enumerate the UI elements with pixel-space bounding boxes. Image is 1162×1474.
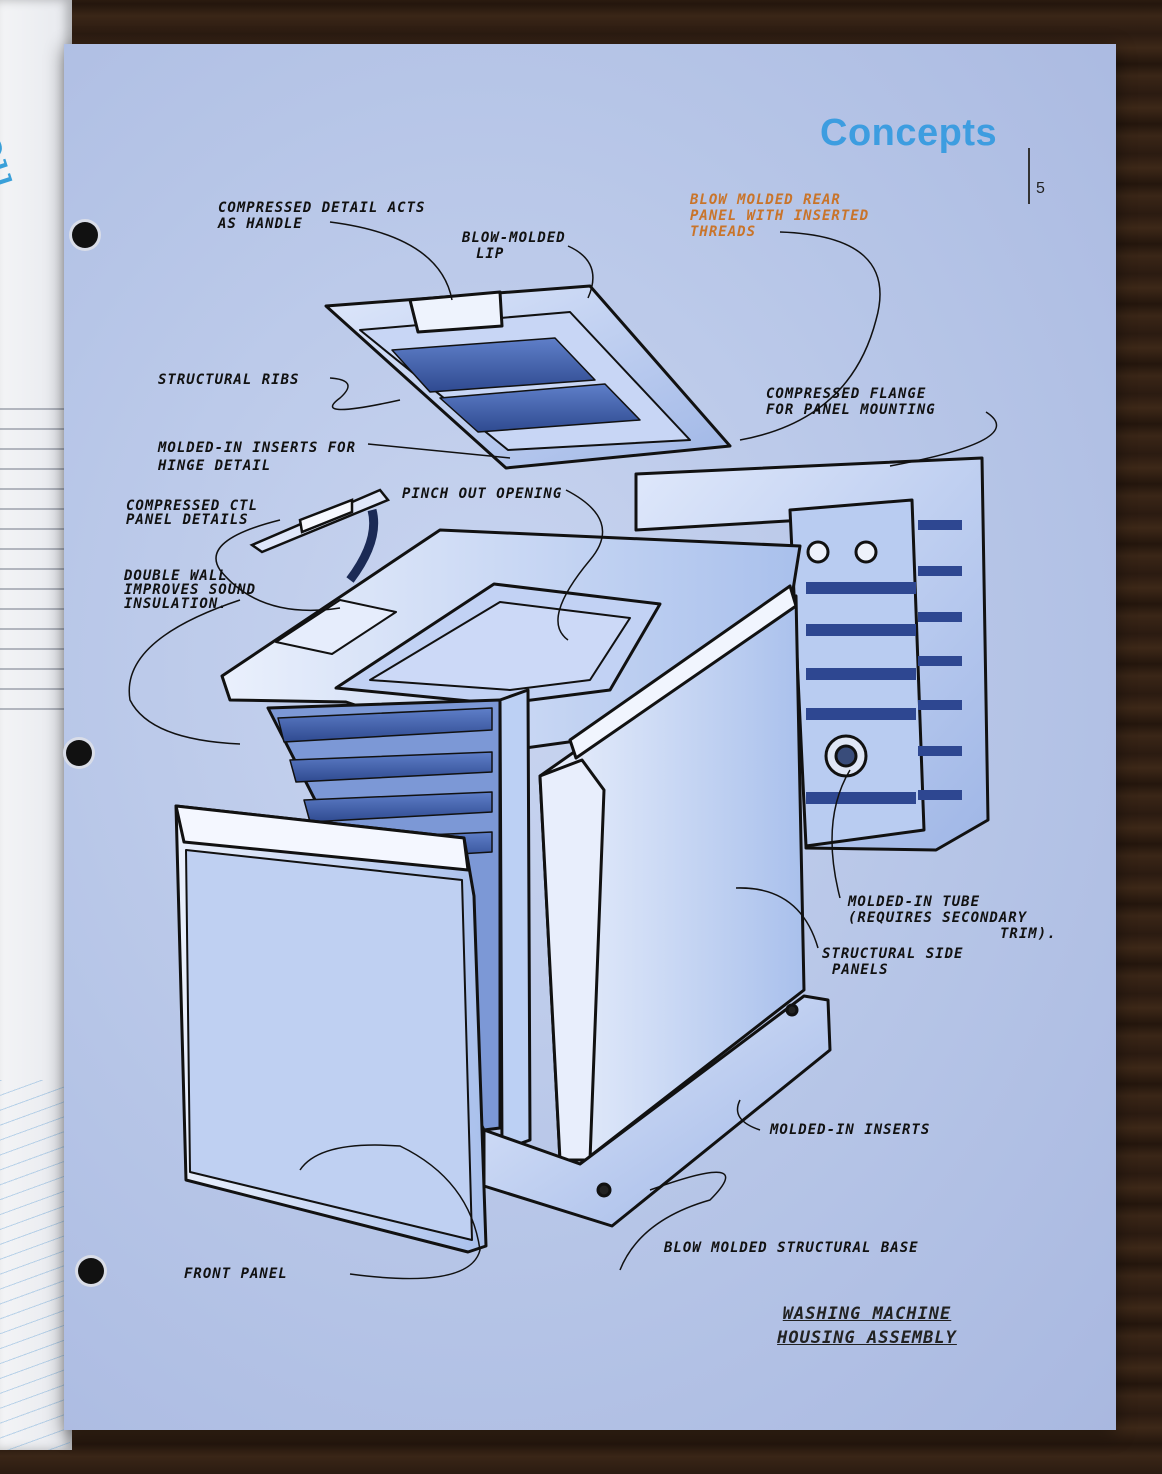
rear-panel (634, 456, 990, 852)
label-double-wall-line2: IMPROVES SOUND (124, 582, 257, 598)
label-double-wall-line3: INSULATION. (124, 596, 228, 612)
front-panel (174, 804, 488, 1254)
structural-side-panel (538, 584, 806, 1166)
label-side-panels-line1: STRUCTURAL SIDE (822, 946, 964, 962)
label-hinge-inserts-line2: HINGE DETAIL (158, 458, 272, 474)
label-front-panel: FRONT PANEL (184, 1266, 288, 1282)
label-lip-line1: BLOW-MOLDED (462, 230, 566, 246)
label-structural-base: BLOW MOLDED STRUCTURAL BASE (664, 1240, 919, 1256)
label-tube-line1: MOLDED-IN TUBE (848, 894, 981, 910)
label-handle-line1: COMPRESSED DETAIL ACTS (218, 200, 426, 216)
label-lip-line2: LIP (476, 246, 505, 262)
page-number: 5 (1036, 180, 1045, 197)
label-rear-panel-line3: THREADS (690, 224, 757, 240)
binder-hole-middle (66, 740, 92, 766)
label-structural-ribs: STRUCTURAL RIBS (158, 372, 300, 388)
label-hinge-inserts-line1: MOLDED-IN INSERTS FOR (158, 440, 357, 456)
left-facing-page: y you (0, 0, 72, 1450)
label-tube-line3: TRIM). (1000, 926, 1057, 942)
left-page-text-lines (0, 390, 70, 728)
lid (324, 284, 732, 470)
header-rule (1028, 148, 1030, 204)
label-flange-line1: COMPRESSED FLANGE (766, 386, 927, 402)
caption-line1: WASHING MACHINE (782, 1304, 952, 1324)
label-handle-line2: AS HANDLE (218, 216, 303, 232)
control-panel-detail (249, 488, 391, 583)
caption-line2: HOUSING ASSEMBLY (777, 1328, 957, 1348)
binder-hole-bottom (78, 1258, 104, 1284)
callout-leader-lines (128, 221, 998, 1280)
label-flange-line2: FOR PANEL MOUNTING (766, 402, 936, 418)
structural-base (482, 994, 832, 1228)
section-title: Concepts (820, 112, 998, 154)
label-ctl-panel-line2: PANEL DETAILS (126, 512, 249, 528)
label-rear-panel-line1: BLOW MOLDED REAR (690, 192, 841, 208)
binder-hole-top (72, 222, 98, 248)
label-molded-in-inserts: MOLDED-IN INSERTS (770, 1122, 931, 1138)
label-ctl-panel-line1: COMPRESSED CTL (126, 498, 259, 514)
label-side-panels-line2: PANELS (832, 962, 889, 978)
label-double-wall-line1: DOUBLE WALL (124, 568, 228, 584)
label-pinch-out-opening: PINCH OUT OPENING (402, 486, 563, 502)
label-tube-line2: (REQUIRES SECONDARY (848, 910, 1028, 926)
label-rear-panel-line2: PANEL WITH INSERTED (690, 208, 870, 224)
left-page-grid-graphic (0, 1080, 70, 1450)
